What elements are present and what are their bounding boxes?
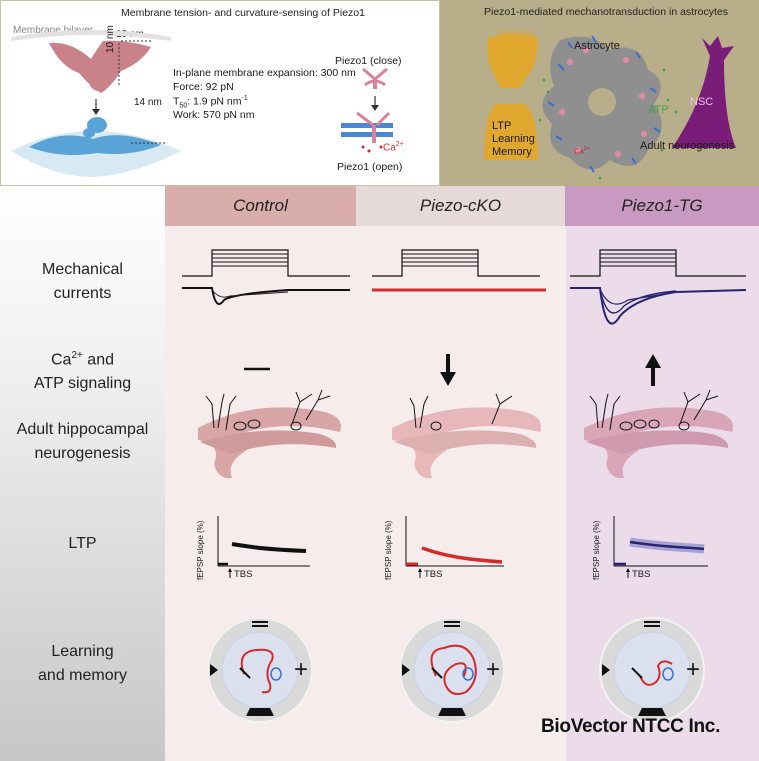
stat-expansion: In-plane membrane expansion: 300 nm <box>173 67 356 79</box>
learning-top-label: Learning <box>492 133 535 145</box>
row-label-learning: Learning and memory <box>38 643 127 684</box>
stat-force: Force: 92 pN <box>173 81 234 93</box>
hippocampus-cko <box>392 393 541 479</box>
piezo-open-schematic <box>341 111 393 153</box>
maze-plus-cko: + <box>486 656 501 683</box>
piezo-structure-illustration <box>11 30 393 177</box>
mech-current-cko <box>372 249 546 292</box>
astrocyte-illustration <box>484 34 736 180</box>
ltp-tbs-tg: TBS <box>632 569 651 580</box>
row-labels-strip <box>0 186 165 761</box>
adult-neurogenesis-top-label: Adult neurogenesis <box>640 140 735 152</box>
mech-current-tg <box>570 249 747 325</box>
signal-decrease-icon <box>440 354 456 386</box>
row-label-ltp: LTP <box>68 535 97 552</box>
piezo-open-structure <box>29 117 161 155</box>
maze-tg <box>599 617 705 723</box>
maze-cko <box>399 617 505 723</box>
signal-increase-icon <box>645 354 661 386</box>
neuron-shape <box>484 34 538 160</box>
header-control: Control <box>165 186 356 226</box>
maze-plus-control: + <box>294 656 309 683</box>
astrocyte-mechanotransduction-panel: Piezo1-mediated mechanotransduction in a… <box>440 0 759 186</box>
atp-label: ATP <box>648 104 669 116</box>
membrane-bilayer-label: Membrane bilayer <box>13 25 94 36</box>
astrocyte-label: Astrocyte <box>574 40 620 52</box>
stat-work: Work: 570 pN nm <box>173 109 255 121</box>
ltp-top-label: LTP <box>492 120 512 132</box>
neuron-label: Neuron <box>498 28 535 40</box>
ltp-tbs-cko: TBS <box>424 569 443 580</box>
piezo-closed-structure <box>49 40 151 93</box>
watermark: BioVector NTCC Inc. <box>541 716 721 737</box>
ltp-plot-control <box>217 516 310 578</box>
memory-top-label: Memory <box>492 146 532 158</box>
ltp-ylabel-control: fEPSP slope (%) <box>196 520 205 580</box>
ltp-tbs-control: TBS <box>234 569 253 580</box>
column-divider <box>564 186 566 761</box>
nsc-shape <box>672 36 736 148</box>
ca-open-label: Ca2+ <box>383 141 404 154</box>
ltp-plot-tg <box>613 516 708 578</box>
ltp-plot-cko <box>405 516 504 578</box>
nsc-label: NSC <box>690 96 714 108</box>
header-tg: Piezo1-TG <box>565 186 759 226</box>
maze-control <box>207 617 313 723</box>
membrane-panel-title: Membrane tension- and curvature-sensing … <box>121 7 365 19</box>
membrane-sensing-panel: Membrane tension- and curvature-sensing … <box>0 0 440 186</box>
row-label-ca-atp: Ca2+ and ATP signaling <box>33 350 132 393</box>
dim-bottom-label: 14 nm <box>134 97 162 108</box>
stat-tension: T50: 1.9 pN nm-1 <box>173 95 248 110</box>
maze-plus-tg: + <box>686 656 701 683</box>
row-label-mechanical: Mechanical currents <box>42 261 123 302</box>
row-label-neurogenesis: Adult hippocampal neurogenesis <box>16 421 149 462</box>
mech-current-control <box>182 249 350 305</box>
header-cko: Piezo-cKO <box>356 186 565 226</box>
piezo-close-label: Piezo1 (close) <box>335 55 402 67</box>
ca-astro-label: Ca2+ <box>574 146 590 156</box>
hippocampus-tg <box>584 389 733 479</box>
piezo-open-label: Piezo1 (open) <box>337 161 403 173</box>
piezo-markers <box>547 35 661 173</box>
calcium-dots <box>559 47 647 157</box>
atp-dots <box>538 68 678 180</box>
column-divider <box>355 186 357 761</box>
ltp-ylabel-cko: fEPSP slope (%) <box>384 520 393 580</box>
astrocyte-panel-title: Piezo1-mediated mechanotransduction in a… <box>484 6 728 18</box>
piezo-closed-schematic <box>362 67 388 89</box>
hippocampus-control <box>198 389 341 479</box>
ltp-ylabel-tg: fEPSP slope (%) <box>592 520 601 580</box>
